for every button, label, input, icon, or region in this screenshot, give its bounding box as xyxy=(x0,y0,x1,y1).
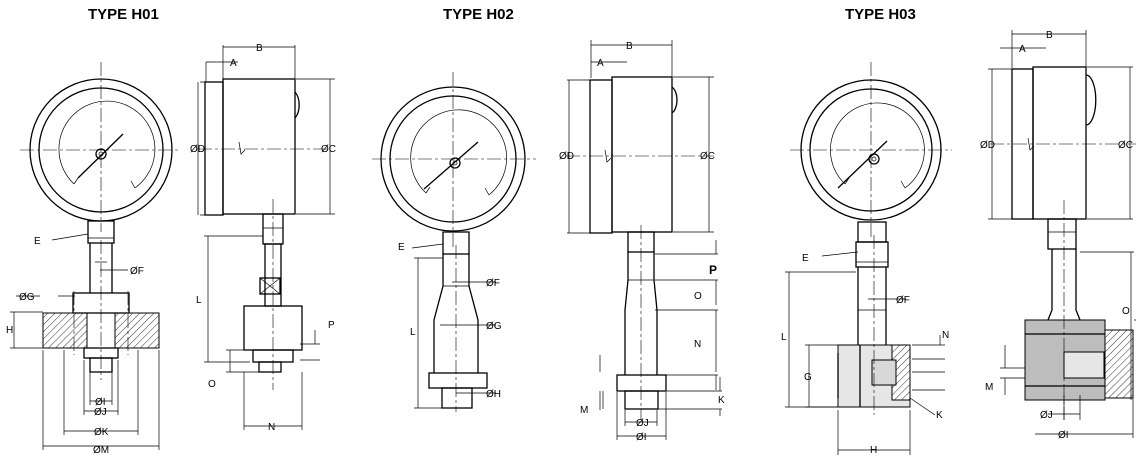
h02-front-dimensions xyxy=(411,243,496,409)
h02-label-b: B xyxy=(626,41,633,52)
title-type-h01: TYPE H01 xyxy=(88,6,159,23)
h03-front-view xyxy=(790,62,952,415)
h01-label-c: ØC xyxy=(321,144,336,155)
h02-label-c: ØC xyxy=(700,151,715,162)
h01-side-view xyxy=(198,78,330,390)
h02-label-i: ØI xyxy=(636,432,647,443)
h03-label-a: A xyxy=(1019,44,1026,55)
h03-label-l: L xyxy=(781,332,787,343)
h01-label-o: O xyxy=(208,379,216,390)
h01-label-d: ØD xyxy=(190,144,205,155)
h02-label-e: E xyxy=(398,242,405,253)
h03-label-i: ØI xyxy=(1058,430,1069,441)
h02-label-a: A xyxy=(597,58,604,69)
h02-label-g-dia: ØG xyxy=(486,321,502,332)
h02-label-h-dia: ØH xyxy=(486,389,501,400)
h03-label-f: ØF xyxy=(896,295,910,306)
h02-label-n: N xyxy=(694,339,701,350)
h01-label-b: B xyxy=(256,43,263,54)
title-type-h03: TYPE H03 xyxy=(845,6,916,23)
h02-front-view xyxy=(372,72,536,412)
h02-label-f: ØF xyxy=(486,278,500,289)
h03-label-c: ØC xyxy=(1118,140,1133,151)
h03-label-g: G xyxy=(804,372,812,383)
h03-label-k: K xyxy=(936,410,943,421)
h01-side-dimensions xyxy=(197,45,335,430)
title-type-h02: TYPE H02 xyxy=(443,6,514,23)
h03-label-d: ØD xyxy=(980,140,995,151)
h02-label-m: M xyxy=(580,405,588,416)
h01-label-g-dia: ØG xyxy=(19,292,35,303)
h03-label-o: O xyxy=(1122,306,1130,317)
h02-label-k: K xyxy=(718,395,725,406)
h03-side-view xyxy=(990,66,1136,420)
h01-label-k: ØK xyxy=(94,427,109,438)
h01-label-l: L xyxy=(196,295,202,306)
h02-label-d: ØD xyxy=(559,151,574,162)
h03-label-m: M xyxy=(985,382,993,393)
h03-side-dimensions xyxy=(988,30,1136,438)
h03-label-h: H xyxy=(870,445,877,456)
h01-label-n: N xyxy=(268,422,275,433)
h01-label-m: ØM xyxy=(93,445,109,456)
h01-label-h: H xyxy=(6,325,13,336)
h01-label-a: A xyxy=(230,58,237,69)
h02-label-j: ØJ xyxy=(636,418,649,429)
h02-label-p: P xyxy=(709,263,717,277)
h02-side-view xyxy=(566,76,714,420)
h01-front-dimensions xyxy=(10,233,160,450)
h01-label-e: E xyxy=(34,236,41,247)
h03-label-b: B xyxy=(1046,30,1053,41)
h01-label-j: ØJ xyxy=(94,407,107,418)
h01-label-f: ØF xyxy=(130,266,144,277)
h03-label-n: N xyxy=(942,330,949,341)
dimension-labels: E ØF ØG H ØI ØJ ØK ØM B A ØD ØC L P O N … xyxy=(6,30,1133,456)
h01-label-p: P xyxy=(328,320,335,331)
h02-label-l: L xyxy=(410,327,416,338)
h03-front-dimensions xyxy=(785,251,945,455)
h03-label-e: E xyxy=(802,253,809,264)
h03-label-j: ØJ xyxy=(1040,410,1053,421)
h02-label-o: O xyxy=(694,291,702,302)
h01-label-i: ØI xyxy=(95,397,106,408)
h02-side-dimensions xyxy=(567,40,722,440)
h01-front-view xyxy=(20,62,180,380)
